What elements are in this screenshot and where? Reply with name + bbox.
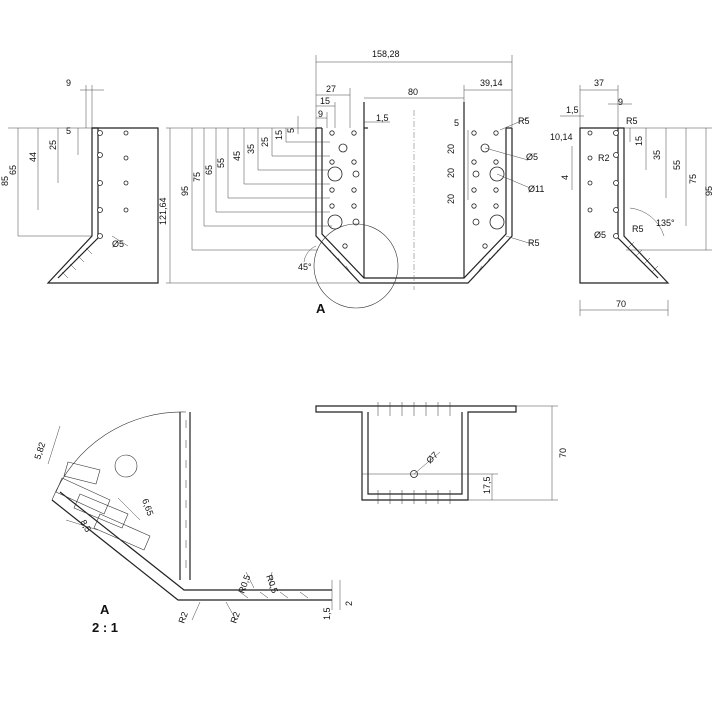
dim-d-r2b: R2 [228, 610, 241, 624]
detail-a-slots [55, 454, 151, 551]
dim-r-r5b: R5 [632, 224, 644, 234]
dim-f-70: 70 [558, 448, 568, 458]
dim-c-25: 25 [260, 137, 270, 147]
dim-c-5: 5 [286, 128, 296, 133]
dim-cr-20b: 20 [446, 168, 456, 178]
dim-cr-r5a: R5 [518, 116, 530, 126]
dim-r-1-5: 1,5 [566, 105, 579, 115]
dim-d-1-5: 1,5 [322, 607, 332, 620]
left-holes [97, 130, 129, 239]
dim-r-95: 95 [704, 186, 714, 196]
dim-r-75: 75 [688, 174, 698, 184]
center-front-view [166, 55, 533, 309]
dim-d-6-65: 6,65 [140, 497, 155, 517]
dim-d-r05a: R0,5 [236, 573, 252, 594]
dim-c-121: 121,64 [158, 197, 168, 225]
dim-left-phi5: Ø5 [112, 239, 124, 249]
dim-c-15: 15 [274, 130, 284, 140]
left-side-view [8, 85, 159, 284]
right-holes [587, 130, 619, 239]
dim-left-65: 65 [8, 165, 18, 175]
dim-r-r2: R2 [598, 153, 610, 163]
dim-r-55: 55 [672, 160, 682, 170]
front-lower-view [315, 402, 558, 504]
dim-c-65: 65 [204, 165, 214, 175]
dim-cr-20a: 20 [446, 144, 456, 154]
center-left-holes [327, 130, 360, 249]
detail-circle-a [313, 223, 399, 309]
center-right-holes [471, 130, 505, 249]
dim-r-35: 35 [652, 150, 662, 160]
dim-c-75: 75 [192, 172, 202, 182]
dim-c-45deg: 45° [298, 262, 312, 272]
dim-cr-5: 5 [454, 118, 459, 128]
dim-top-27: 27 [326, 84, 336, 94]
dim-cr-20c: 20 [446, 194, 456, 204]
dim-d-2: 2 [344, 601, 354, 606]
dim-d-r2a: R2 [176, 610, 189, 624]
dim-f-17-5: 17,5 [482, 476, 492, 494]
dim-top-9: 9 [318, 109, 323, 119]
dim-top-158: 158,28 [372, 49, 400, 59]
right-side-view [560, 85, 712, 316]
detail-a-scale: 2 : 1 [92, 620, 118, 635]
dim-c-95: 95 [180, 186, 190, 196]
dim-r-4: 4 [560, 175, 570, 180]
dim-c-45: 45 [232, 151, 242, 161]
dim-top-80: 80 [408, 87, 418, 97]
dim-left-85: 85 [0, 176, 10, 186]
dim-r-135: 135° [656, 218, 675, 228]
dim-d-r05b: R0,5 [264, 573, 280, 594]
dim-cr-phi11: Ø11 [528, 184, 544, 194]
dim-top-1-5: 1,5 [376, 113, 389, 123]
dim-r-37: 37 [594, 78, 604, 88]
dim-d-5-82: 5,82 [32, 441, 47, 461]
detail-label-a: A [316, 301, 326, 316]
dim-left-9: 9 [66, 78, 71, 88]
dim-left-25: 25 [48, 140, 58, 150]
dim-r-r5: R5 [626, 116, 638, 126]
dim-c-35: 35 [246, 144, 256, 154]
dim-r-70: 70 [616, 299, 626, 309]
dim-r-15: 15 [634, 136, 644, 146]
dim-left-44: 44 [28, 152, 38, 162]
dim-left-5: 5 [66, 126, 71, 136]
dim-cr-phi5: Ø5 [526, 152, 538, 162]
dim-r-phi5: Ø5 [594, 230, 606, 240]
dim-top-3914: 39,14 [480, 78, 503, 88]
detail-a-view [47, 411, 341, 621]
detail-a-label: A [100, 602, 110, 617]
dim-cr-r5b: R5 [528, 238, 540, 248]
dim-r-9: 9 [618, 97, 623, 107]
dim-c-55: 55 [216, 158, 226, 168]
dim-top-15: 15 [320, 96, 330, 106]
dim-r-10-14: 10,14 [550, 132, 573, 142]
